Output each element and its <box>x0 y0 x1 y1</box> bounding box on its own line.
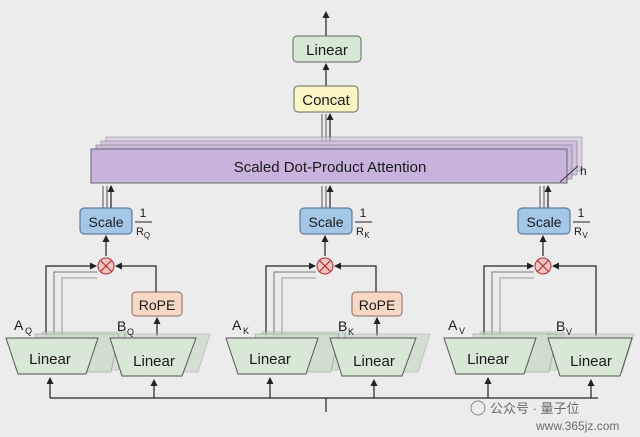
rope-k-box <box>351 291 403 317</box>
scale-v-label: Scale <box>526 214 561 230</box>
input-bus <box>46 377 598 412</box>
ak-label: A <box>232 317 242 333</box>
scale-q-box <box>79 207 133 235</box>
watermark: 公众号 · 量子位 www.365jz.com <box>470 400 619 433</box>
head-count-label: h <box>580 164 587 178</box>
attention-stack: Scaled Dot-Product Attention h <box>90 136 587 184</box>
head-q: Scale 1 R Q RoPE Linear A Q Linear B Q <box>5 185 211 377</box>
frac-v-den: R <box>574 226 582 238</box>
linear-bq-block <box>109 337 197 377</box>
scale-k-box <box>299 207 353 235</box>
concat-label: Concat <box>302 92 350 109</box>
linear-av-block <box>443 337 537 375</box>
rope-q-label: RoPE <box>139 297 176 313</box>
frac-k-num: 1 <box>360 206 367 220</box>
watermark-line1: 公众号 · 量子位 <box>490 401 580 416</box>
linear-ak-block <box>225 337 319 375</box>
av-label: A <box>448 317 458 333</box>
frac-k-den: R <box>356 226 364 238</box>
linear-aq-label: Linear <box>29 351 71 368</box>
linear-bk-block <box>329 337 417 377</box>
bq-sub: Q <box>127 327 134 337</box>
bv-label: B <box>556 318 565 334</box>
frac-q-den: R <box>136 226 144 238</box>
watermark-line2: www.365jz.com <box>535 419 619 433</box>
attention-label: Scaled Dot-Product Attention <box>234 159 427 176</box>
frac-v-den-sub: V <box>582 231 588 240</box>
av-sub: V <box>459 326 465 336</box>
scale-q-label: Scale <box>88 214 123 230</box>
linear-av-label: Linear <box>467 351 509 368</box>
frac-q-den-sub: Q <box>144 231 150 240</box>
rope-k-label: RoPE <box>359 297 396 313</box>
frac-q-num: 1 <box>140 206 147 220</box>
scale-v-box <box>517 207 571 235</box>
linear-aq-block <box>5 337 99 375</box>
bk-sub: K <box>348 327 354 337</box>
frac-v-num: 1 <box>578 206 585 220</box>
bk-label: B <box>338 318 347 334</box>
top-linear-label: Linear <box>306 42 348 59</box>
scale-k-label: Scale <box>308 214 343 230</box>
linear-bk-label: Linear <box>353 353 395 370</box>
wechat-icon <box>470 400 486 416</box>
linear-bq-label: Linear <box>133 353 175 370</box>
concat-block: Concat <box>293 85 359 113</box>
linear-bv-block <box>547 337 633 377</box>
head-k: Scale 1 R K RoPE Linear A K Linear B K <box>225 185 431 377</box>
linear-ak-label: Linear <box>249 351 291 368</box>
ak-sub: K <box>243 326 249 336</box>
linear-bv-label: Linear <box>570 353 612 370</box>
aq-label: A <box>14 317 24 333</box>
rope-q-box <box>131 291 183 317</box>
top-linear-block: Linear <box>292 35 362 63</box>
frac-k-den-sub: K <box>364 231 370 240</box>
bv-sub: V <box>566 327 572 337</box>
head-v: Scale 1 R V Linear A V Linear B V <box>443 185 635 377</box>
aq-sub: Q <box>25 326 32 336</box>
bq-label: B <box>117 318 126 334</box>
